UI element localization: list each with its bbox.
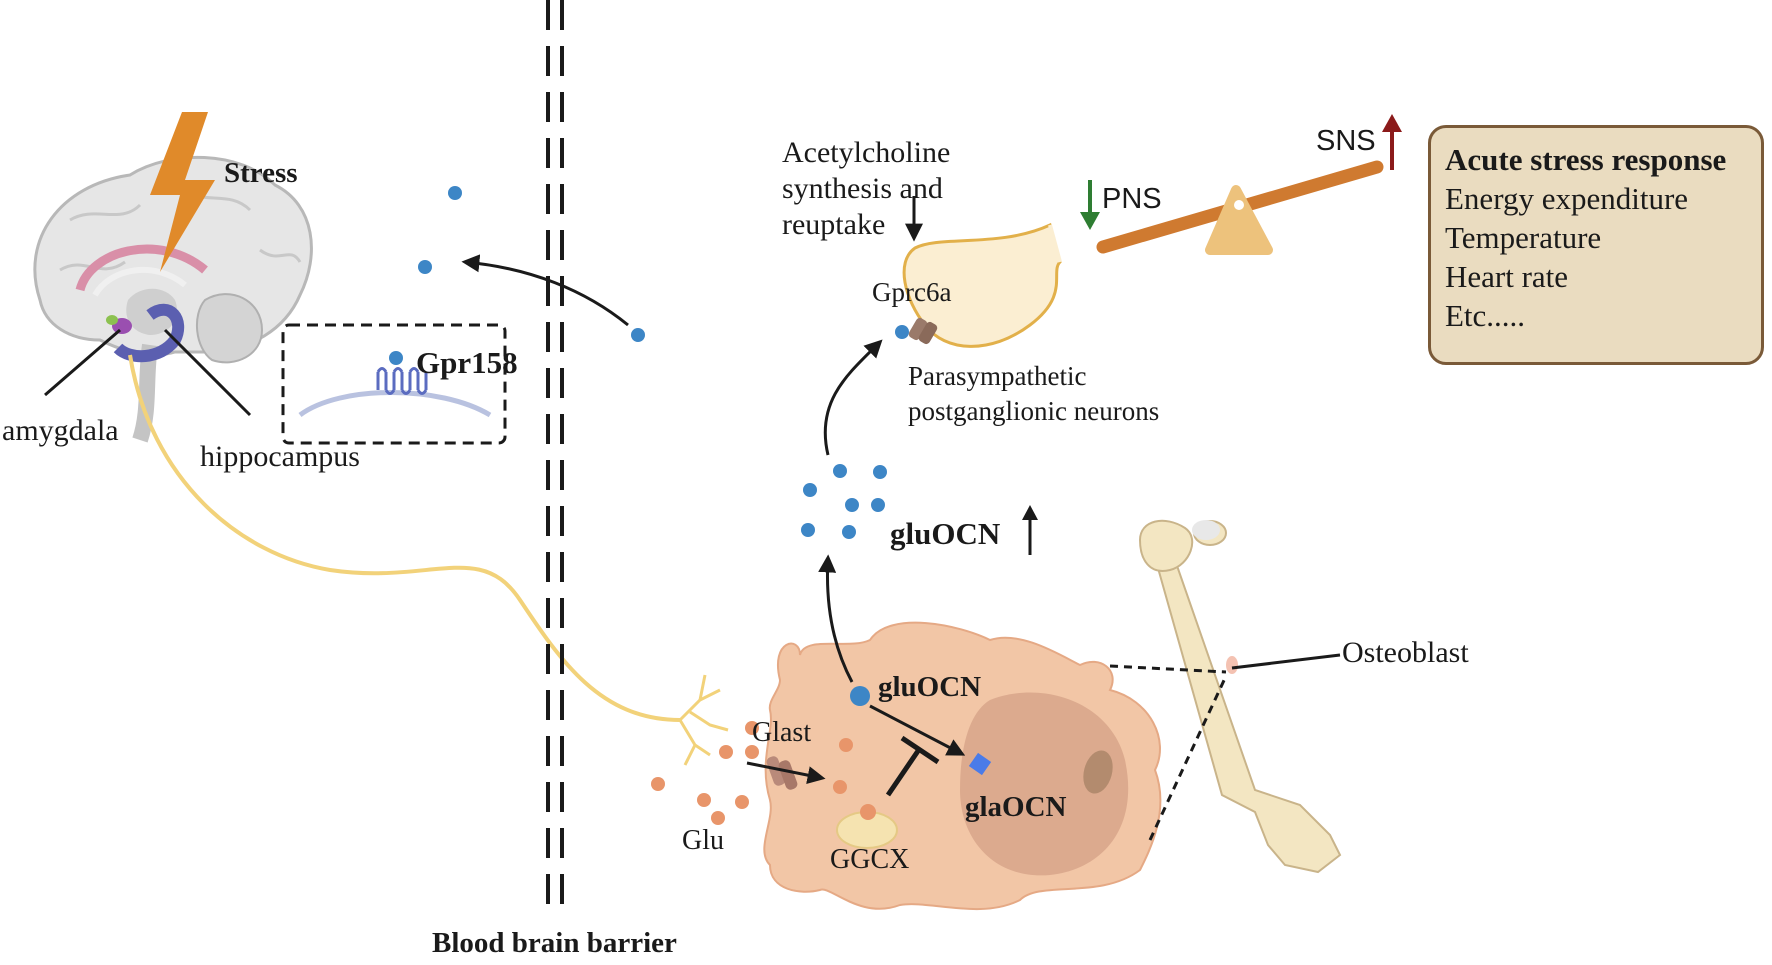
bbb-label: Blood brain barrier (432, 927, 677, 959)
pns-neuron (902, 222, 1062, 348)
response-item-energy: Energy expenditure (1445, 181, 1689, 216)
nucleus (960, 692, 1129, 876)
ggcx-bound-glu (860, 804, 876, 820)
gpr158-ligand-dot (389, 351, 403, 365)
membrane-curve (298, 390, 492, 418)
stress-bolt-icon (150, 112, 215, 272)
amygdala-leader (44, 328, 121, 397)
ach-label-line3: reuptake (782, 208, 886, 241)
response-item-temperature: Temperature (1445, 220, 1602, 255)
to-neuron-arrow (823, 339, 883, 456)
sns-label: SNS (1316, 125, 1376, 157)
brain-illustration (33, 155, 313, 443)
pns-label: PNS (1102, 183, 1162, 215)
osteoblast-label: Osteoblast (1342, 636, 1469, 669)
ggcx-label: GGCX (830, 844, 910, 875)
seesaw-pivot (1234, 200, 1244, 210)
secretion-arrow (818, 554, 854, 683)
response-item-etc: Etc..... (1445, 298, 1526, 333)
bbb-dashed-lines (546, 0, 564, 920)
acute-stress-response-box: Acute stress response Energy expenditure… (1428, 125, 1764, 365)
gprc6a-label: Gprc6a (872, 277, 952, 307)
stress-label: Stress (224, 157, 298, 189)
gprc6a-ligand-dot (895, 325, 909, 339)
nucleolus (1083, 750, 1113, 794)
glu-dots (651, 721, 853, 825)
pns-neuron-label-line2: postganglionic neurons (908, 396, 1160, 426)
neuron-axon (1048, 224, 1062, 263)
hippocampus-leader (163, 328, 252, 417)
ach-label-line1: Acetylcholine (782, 136, 951, 169)
glu-uptake-arrow (746, 761, 826, 785)
gpr158-label: Gpr158 (416, 345, 518, 380)
gluocn-cluster (801, 464, 887, 539)
gprc6a-receptor-icon (908, 317, 938, 345)
response-item-heart-rate: Heart rate (1445, 259, 1569, 294)
gpr158-receptor-icon (376, 367, 428, 395)
glast-label: Glast (752, 717, 812, 748)
cell-bone-dash-bottom (1148, 675, 1228, 841)
seesaw-fulcrum (1205, 185, 1273, 255)
bone-illustration (1138, 519, 1342, 874)
osteoblast-leader (1231, 653, 1341, 670)
carboxylation-arrow (869, 704, 966, 756)
pns-down-arrow (1080, 180, 1100, 230)
inhibition-mark (885, 735, 940, 797)
hippocampus-label: hippocampus (200, 440, 360, 473)
ocn-dot (631, 328, 645, 342)
ocn-dot (448, 186, 462, 200)
glu-label: Glu (682, 825, 724, 856)
response-box-title: Acute stress response (1445, 142, 1727, 177)
glaocn-label: glaOCN (965, 791, 1067, 823)
nerve-fiber (128, 354, 681, 722)
glast-transporter-icon (766, 756, 798, 790)
nerve-endings (678, 674, 729, 766)
ach-label-line2: synthesis and (782, 172, 943, 205)
cell-bone-dash-top (1109, 664, 1227, 674)
gluocn-up-arrow (1022, 505, 1038, 555)
amygdala-label: amygdala (2, 414, 119, 447)
pns-neuron-label-line1: Parasympathetic (908, 361, 1087, 391)
ocn-dot (418, 260, 432, 274)
gluocn-cell-dot (850, 686, 870, 706)
bbb-cross-arrow (461, 254, 629, 327)
glaocn-square (968, 752, 992, 776)
gluocn-cell-label: gluOCN (878, 671, 982, 703)
sns-up-arrow (1382, 114, 1402, 170)
gpr158-box (281, 323, 507, 445)
gluocn-up-label: gluOCN (890, 516, 1001, 551)
